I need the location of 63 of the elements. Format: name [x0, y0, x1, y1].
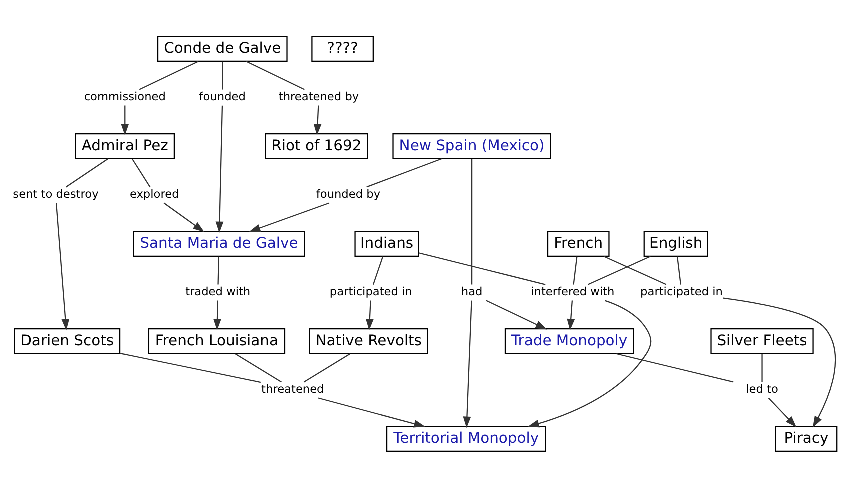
node-text: threatened [262, 382, 324, 396]
arrow [314, 106, 322, 136]
node-box: Silver Fleets [710, 328, 814, 355]
connector [246, 61, 305, 90]
node-text: had [461, 284, 483, 299]
connector [222, 62, 224, 90]
node-box: Native Revolts [309, 328, 428, 355]
node-box: Admiral Pez [75, 133, 176, 160]
node-box: ???? [312, 36, 374, 62]
arrow [768, 398, 797, 428]
node-box: Indians [354, 230, 420, 258]
node-box: English [644, 230, 708, 258]
connector [132, 159, 151, 188]
node-text: interfered with [531, 284, 615, 299]
connector [471, 159, 473, 285]
connector [304, 354, 350, 383]
connector [588, 256, 651, 286]
connector [616, 353, 734, 383]
node-text: traded with [186, 284, 251, 299]
arrow [214, 300, 222, 331]
arrow [486, 300, 548, 330]
arrow [56, 203, 70, 331]
connector [66, 158, 108, 188]
node-box: Trade Monopoly [504, 328, 634, 355]
node-text: threatened by [278, 90, 360, 104]
node-box: Darien Scots [14, 328, 121, 355]
node-text: explored [130, 187, 180, 202]
node-box: Riot of 1692 [265, 133, 368, 160]
node-box: French Louisiana [148, 328, 286, 355]
node-box: Piracy [775, 426, 838, 452]
connector [139, 61, 199, 90]
node-box: New Spain (Mexico) [392, 133, 552, 160]
connector [120, 352, 262, 384]
arrow [528, 300, 652, 428]
node-text: participated in [330, 284, 412, 299]
arrow [249, 202, 330, 232]
arrow [463, 300, 472, 428]
node-text: sent to destroy [13, 187, 99, 202]
node-box: French [547, 230, 610, 258]
arrow [164, 202, 205, 232]
node-box: Conde de Galve [157, 36, 288, 62]
node-text: participated in [640, 284, 723, 299]
connector [366, 158, 442, 188]
node-text: founded by [316, 187, 381, 202]
connector [604, 256, 667, 286]
node-text: led to [746, 382, 778, 396]
connector [676, 256, 682, 285]
arrow [723, 298, 836, 428]
connector [573, 256, 578, 285]
connector [218, 256, 220, 285]
connector [235, 354, 282, 383]
node-text: commissioned [84, 90, 166, 104]
connector [762, 354, 763, 382]
node-box: Santa Maria de Galve [133, 230, 306, 258]
arrow [567, 300, 576, 330]
arrow [121, 106, 130, 136]
connector [418, 252, 546, 286]
node-box: Territorial Monopoly [386, 426, 546, 452]
connector [372, 256, 384, 285]
arrow [216, 106, 224, 234]
node-text: founded [199, 90, 246, 104]
arrow [318, 398, 426, 428]
arrow [366, 300, 374, 330]
